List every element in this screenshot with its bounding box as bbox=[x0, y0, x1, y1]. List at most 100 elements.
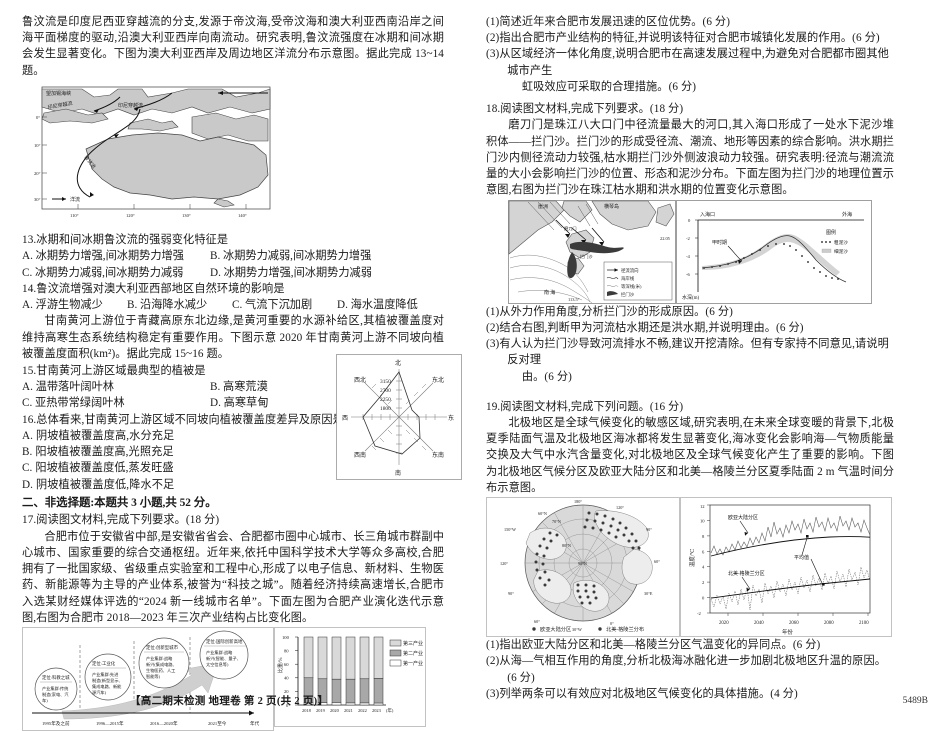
cs-ytick-m4: -4 bbox=[686, 254, 691, 259]
legend-coastline: 海岸线 bbox=[621, 275, 635, 282]
radar-label-southeast: 东南 bbox=[432, 451, 444, 459]
evo-node3-body-l1: 产业集群:战略 bbox=[146, 655, 173, 662]
question-14-options: A. 浮游生物减少 B. 沿海降水减少 C. 气流下沉加剧 D. 海水温度降低 bbox=[22, 297, 444, 313]
legend-swatch-secondary bbox=[389, 649, 402, 657]
q13-option-b[interactable]: B. 冰期势力减弱,间冰期势力增强 bbox=[210, 250, 372, 263]
q18-sub-question-2: (2)结合右图,判断甲为河流枯水期还是洪水期,并说明理由。(6 分) bbox=[486, 321, 804, 334]
q15-option-c[interactable]: C. 亚热带常绿阔叶林 bbox=[22, 397, 125, 410]
q13-text: 冰期和间冰期鲁汶流的强弱变化特征是 bbox=[36, 234, 229, 247]
passage-modaomen: 磨刀门是珠江八大口门中径流量最大的河口,其入海口形成了一处水下泥沙堆积体——拦门… bbox=[486, 119, 894, 197]
arctic-temperature-line-chart: -2 0 2 4 6 8 10 12 温度/℃ bbox=[680, 497, 892, 637]
radar-label-east: 东 bbox=[448, 414, 454, 422]
temp-annotation-mean: 平均值 bbox=[794, 554, 809, 561]
q14-option-a[interactable]: A. 浮游生物减少 bbox=[22, 299, 103, 312]
industry-evolution-diagram: 定位:科教之城 产业集群:传统 制造(家电、汽 车) 定位:工业化 产业集群:先… bbox=[22, 627, 274, 731]
bar-ytick-0: 0 bbox=[286, 703, 289, 708]
radar-tick-2250: 2250 bbox=[380, 397, 391, 403]
q13-option-a[interactable]: A. 冰期势力增强,间冰期势力增强 bbox=[22, 250, 184, 263]
q14-text: 鲁汶流增强对澳大利亚西部地区自然环境的影响是 bbox=[36, 282, 285, 295]
q15-number: 15. bbox=[22, 365, 37, 377]
q14-option-b[interactable]: B. 沿海降水减少 bbox=[127, 299, 208, 312]
temp-ytick-0: 0 bbox=[702, 596, 705, 601]
question-15-options-row-2: C. 亚热带常绿阔叶林 D. 高寒草甸 bbox=[22, 395, 444, 411]
cs-legend: 图例 粗泥沙 细泥沙 bbox=[821, 229, 848, 255]
bar-xtick-2019: 2019 bbox=[316, 708, 326, 713]
q16-option-d[interactable]: D. 阴坡植被覆盖度低,降水不足 bbox=[22, 478, 175, 491]
q16-text: 总体看来,甘南黄河上游区域不同坡向植被覆盖度差异及原因是 bbox=[36, 413, 344, 426]
question-17-stem: 17.阅读图文材料,完成下列要求。(18 分) bbox=[22, 512, 444, 528]
q17-text: 阅读图文材料,完成下列要求。(18 分) bbox=[36, 514, 220, 527]
map-label-lanmensha: 拦门沙 bbox=[580, 253, 593, 260]
legend-label-current: 洋流 bbox=[70, 196, 80, 203]
bar-xtick-2022: 2022 bbox=[358, 708, 367, 713]
q15-option-b[interactable]: B. 高寒荒漠 bbox=[210, 381, 268, 394]
q19-figures-row: 180° 120° 90° 60° 30°E 0° 30°W 60° 90° 1… bbox=[486, 497, 894, 637]
footer-title: 【高二期末检测 地理卷 第 2 页(共 2 页)】 bbox=[130, 696, 329, 707]
evo-node3-body-l4: 智能等) bbox=[146, 673, 161, 680]
temp-annotation-eurasia: 欧亚大陆分区 bbox=[728, 514, 758, 521]
arctic-lon-30w: 30°W bbox=[572, 627, 582, 632]
q18-sub-question-3-cont: 由。(6 分) bbox=[521, 370, 572, 383]
australia-current-map: 望加锡海峡 印尼穿越流 印尼穿越流 鲁汶流 0° 10° 20° 30° 110… bbox=[34, 86, 271, 218]
question-14-stem: 14.鲁汶流增强对澳大利亚西部地区自然环境的影响是 bbox=[22, 281, 444, 297]
cs-annotation-period-jia: 甲时期 bbox=[712, 239, 727, 246]
q14-option-c[interactable]: C. 气流下沉加剧 bbox=[232, 299, 313, 312]
label-indonesian-throughflow-west: 印尼穿越流 bbox=[47, 100, 73, 111]
legend-label-secondary: 第二产业 bbox=[403, 650, 423, 657]
bar-2019-primary bbox=[317, 702, 328, 706]
left-column: 鲁汶流是印度尼西亚穿越流的分支,发源于帝汶海,受帝汶海和澳大利亚西南沿岸之间海平… bbox=[22, 14, 462, 731]
arctic-lat-70n: 70°N bbox=[552, 519, 561, 524]
q16-option-c[interactable]: C. 阳坡植被覆盖度低,蒸发旺盛 bbox=[22, 462, 174, 475]
evo-node1-body-l2: 制造(家电、汽 bbox=[42, 691, 69, 698]
arctic-lat-80n: 80°N bbox=[562, 543, 571, 548]
question-13-options-row-1: A. 冰期势力增强,间冰期势力增强 B. 冰期势力减弱,间冰期势力增强 bbox=[22, 248, 444, 264]
q16-number: 16. bbox=[22, 413, 37, 426]
lon-tick-130: 130° bbox=[182, 213, 191, 218]
evo-node2-body-l4: 源汽车) bbox=[92, 689, 107, 696]
lon-tick-110: 110° bbox=[70, 213, 79, 218]
q13-option-d[interactable]: D. 冰期势力增强,间冰期势力减弱 bbox=[210, 266, 372, 279]
bar-2023-primary bbox=[373, 702, 384, 706]
temp-ytick-10: 10 bbox=[700, 519, 705, 524]
evo-node2-body-l1: 产业集群:先进 bbox=[92, 671, 119, 678]
q15-option-d[interactable]: D. 高寒草甸 bbox=[210, 397, 269, 410]
evo-node4-title: 定位:国际创新高地 bbox=[206, 638, 243, 645]
map-label-hengqin: 横琴岛 bbox=[604, 203, 619, 210]
bar-2018-tertiary bbox=[303, 636, 314, 679]
q15-option-a[interactable]: A. 温带落叶阔叶林 bbox=[22, 381, 114, 394]
legend-lanmensha: 拦门沙 bbox=[621, 291, 635, 298]
q16-option-a[interactable]: A. 阴坡植被覆盖度高,水分充足 bbox=[22, 429, 175, 442]
lanmensha-cross-section-chart: 入海口 外海 0 -2 -4 -6 水深(m) bbox=[676, 199, 872, 304]
cs-label-open-sea: 外海 bbox=[842, 211, 852, 218]
q19-sub-question-2: (2)从海—气相互作用的角度,分析北极海冰融化进一步加剧北极地区升温的原因。(6… bbox=[486, 655, 887, 684]
bar-2021-primary bbox=[345, 702, 356, 706]
radar-label-west: 西 bbox=[342, 415, 348, 422]
q14-option-d[interactable]: D. 海水温度降低 bbox=[337, 299, 418, 312]
cs-label-estuary: 入海口 bbox=[700, 211, 715, 218]
bar-2022-primary bbox=[359, 702, 370, 706]
bar-2020-primary bbox=[331, 702, 342, 706]
radar-label-north: 北 bbox=[395, 359, 401, 367]
lat-tick-10: 10° bbox=[34, 143, 41, 148]
passage-gannan: 甘南黄河上游位于青藏高原东北边缘,是黄河重要的水源补给区,其植被覆盖度对维持高寒… bbox=[22, 315, 444, 360]
evo-node1-title: 定位:科教之城 bbox=[42, 674, 70, 681]
q15-text: 甘南黄河上游区域最典型的植被是 bbox=[36, 365, 206, 377]
evo-node1-body-l3: 车) bbox=[42, 697, 48, 704]
legend-label-tertiary: 第三产业 bbox=[403, 640, 423, 647]
passage-leeuwin-current: 鲁汶流是印度尼西亚穿越流的分支,发源于帝汶海,受帝汶海和澳大利亚西南沿岸之间海平… bbox=[22, 16, 444, 77]
evo-node2-title: 定位:工业化 bbox=[92, 660, 116, 667]
temp-annotation-na-greenland: 北美-格陵兰分区 bbox=[728, 570, 765, 577]
arctic-lon-60e: 60° bbox=[654, 559, 660, 564]
lon-tick-140: 140° bbox=[238, 213, 247, 218]
right-column: (1)简述近年来合肥市发展迅速的区位优势。(6 分) (2)指出合肥市产业结构的… bbox=[458, 14, 894, 700]
evo-node4-body-l2: 新兴(智能、量子、 bbox=[206, 655, 241, 662]
evo-node2-body-l3: 集成电路、新能 bbox=[92, 683, 122, 690]
map-lon-label: 113.5° bbox=[568, 297, 580, 302]
q16-option-b[interactable]: B. 阳坡植被覆盖度高,光照充足 bbox=[22, 446, 174, 459]
bar-ytick-40: 40 bbox=[284, 676, 289, 681]
stackbar-legend: 第三产业 第二产业 第一产业 bbox=[389, 639, 423, 667]
north-america-greenland-zone-markers bbox=[534, 531, 598, 605]
vegetation-coverage-radar-chart: 北 东北 东 东南 南 西南 西 西北 3150 2700 2250 1800 bbox=[336, 354, 462, 480]
q13-option-c[interactable]: C. 冰期势力减弱,间冰期势力减弱 bbox=[22, 266, 184, 279]
q18-sub-question-3: (3)有人认为拦门沙导致河流排水不畅,建议开挖清除。但有专家持不同意见,请说明反… bbox=[486, 338, 889, 367]
